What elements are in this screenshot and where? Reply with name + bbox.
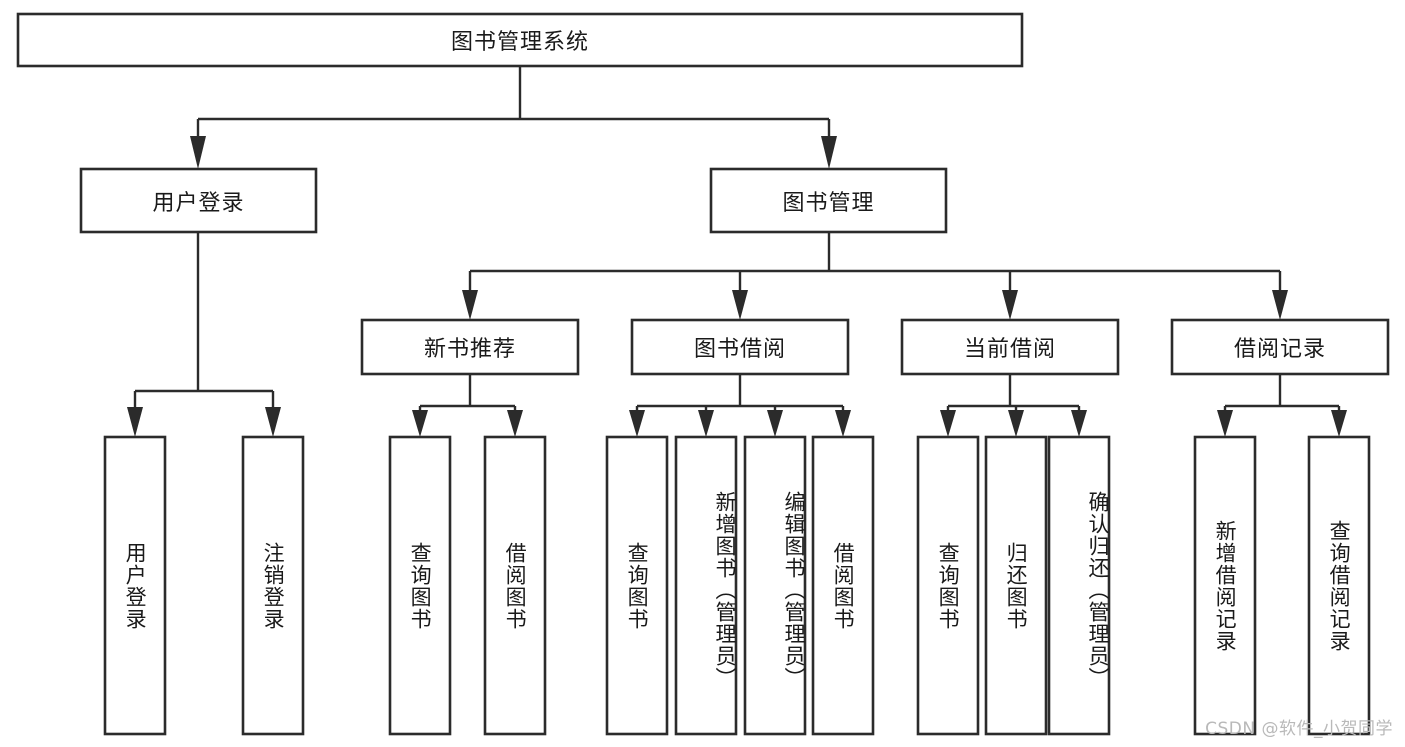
edge-group-book-mgmt [462, 232, 1288, 320]
node-root[interactable] [16, 12, 1024, 68]
arrow-head-icon [732, 290, 748, 320]
node-leaf-query-book-3[interactable] [916, 435, 980, 736]
edge-group-root [190, 66, 837, 169]
edge-group-new-book-rec [412, 374, 523, 437]
arrow-head-icon [1272, 290, 1288, 320]
arrow-head-icon [462, 290, 478, 320]
arrow-head-icon [127, 407, 143, 437]
node-leaf-user-login[interactable] [103, 435, 167, 736]
edge-group-borrow-record [1217, 374, 1347, 437]
edge-group-current-borrow [940, 374, 1087, 437]
node-leaf-query-record[interactable] [1307, 435, 1371, 736]
node-book-mgmt[interactable] [709, 167, 948, 234]
node-current-borrow[interactable] [900, 318, 1120, 376]
node-leaf-query-book-1[interactable] [388, 435, 452, 736]
arrow-head-icon [265, 407, 281, 437]
arrow-head-icon [767, 410, 783, 437]
node-borrow-record[interactable] [1170, 318, 1390, 376]
arrow-head-icon [1217, 410, 1233, 437]
node-leaf-edit-book[interactable] [743, 435, 807, 736]
arrow-head-icon [1071, 410, 1087, 437]
arrow-head-icon [412, 410, 428, 437]
watermark-text: CSDN @软件_小贺同学 [1205, 719, 1393, 739]
arrow-head-icon [698, 410, 714, 437]
arrow-head-icon [835, 410, 851, 437]
node-book-borrow[interactable] [630, 318, 850, 376]
arrow-head-icon [1331, 410, 1347, 437]
arrow-head-icon [629, 410, 645, 437]
edge-group-user-login [127, 232, 281, 437]
node-leaf-borrow-book-1[interactable] [483, 435, 547, 736]
arrow-head-icon [940, 410, 956, 437]
node-leaf-add-book[interactable] [674, 435, 738, 736]
arrow-head-icon [1002, 290, 1018, 320]
arrow-head-icon [507, 410, 523, 437]
node-leaf-confirm-return[interactable] [1047, 435, 1111, 736]
arrow-head-icon [821, 136, 837, 169]
node-user-login[interactable] [79, 167, 318, 234]
node-leaf-add-record[interactable] [1193, 435, 1257, 736]
edge-group-book-borrow [629, 374, 851, 437]
arrow-head-icon [190, 136, 206, 169]
node-new-book-rec[interactable] [360, 318, 580, 376]
node-leaf-query-book-2[interactable] [605, 435, 669, 736]
arrow-head-icon [1008, 410, 1024, 437]
node-leaf-logout[interactable] [241, 435, 305, 736]
node-leaf-borrow-book-2[interactable] [811, 435, 875, 736]
node-leaf-return-book[interactable] [984, 435, 1048, 736]
